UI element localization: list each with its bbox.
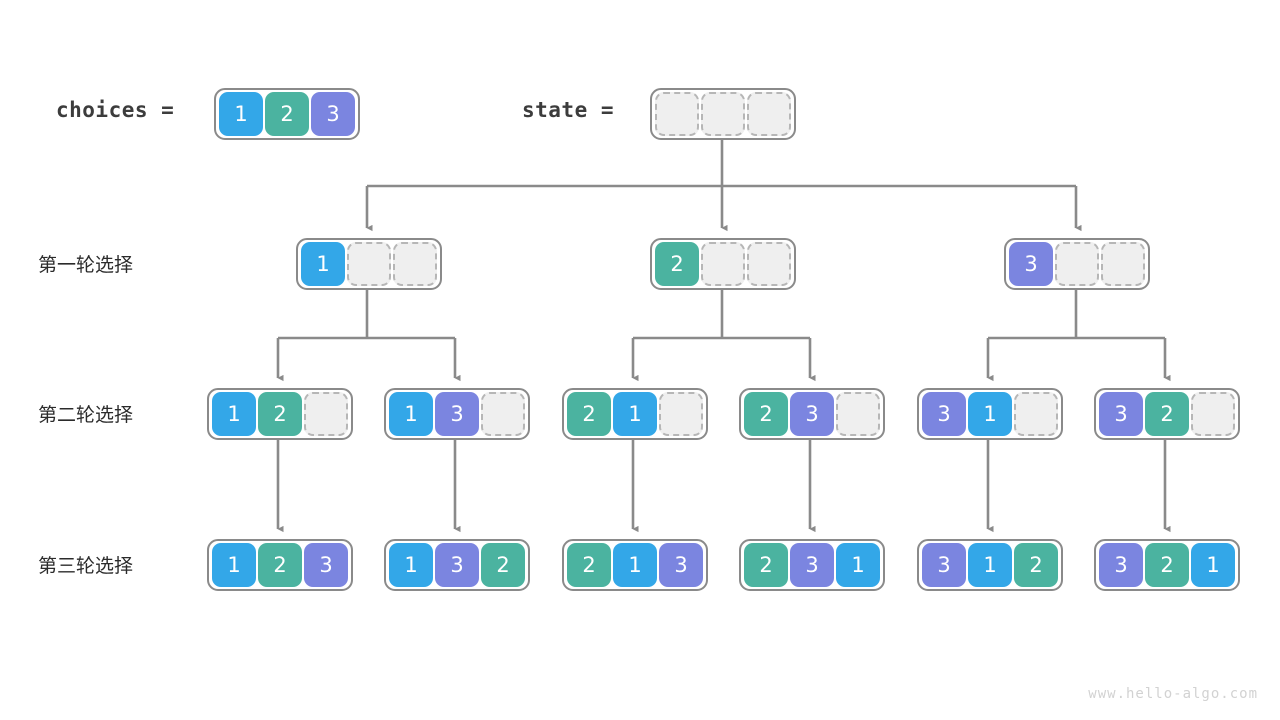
- choices-cell-2: 3: [311, 92, 355, 136]
- level3-0-cell-2: 3: [304, 543, 348, 587]
- state-array: [650, 88, 796, 140]
- level3-4-cell-1: 1: [968, 543, 1012, 587]
- row-label-level-2: 第二轮选择: [38, 404, 134, 426]
- level2-5-cell-0: 3: [1099, 392, 1143, 436]
- level2-5-cell-1: 2: [1145, 392, 1189, 436]
- level2-0-cell-1: 2: [258, 392, 302, 436]
- level2-4-cell-1: 1: [968, 392, 1012, 436]
- watermark: www.hello-algo.com: [1088, 686, 1258, 702]
- row-label-level-3: 第三轮选择: [38, 555, 134, 577]
- level2-0-empty-cell-2: [304, 392, 348, 436]
- level2-5-empty-cell-2: [1191, 392, 1235, 436]
- level3-5-cell-1: 2: [1145, 543, 1189, 587]
- level1-2-empty-cell-1: [1055, 242, 1099, 286]
- choices-cell-1: 2: [265, 92, 309, 136]
- level3-5-cell-2: 1: [1191, 543, 1235, 587]
- level2-3-cell-0: 2: [744, 392, 788, 436]
- level3-3-cell-0: 2: [744, 543, 788, 587]
- level1-0-empty-cell-2: [393, 242, 437, 286]
- choices-label: choices =: [56, 98, 175, 122]
- level3-3-cell-1: 3: [790, 543, 834, 587]
- level3-1-cell-0: 1: [389, 543, 433, 587]
- state-empty-cell-1: [701, 92, 745, 136]
- choices-cell-0: 1: [219, 92, 263, 136]
- row-label-level-1: 第一轮选择: [38, 254, 134, 276]
- level3-0-cell-1: 2: [258, 543, 302, 587]
- level3-0-cell-0: 1: [212, 543, 256, 587]
- level2-3-cell-1: 3: [790, 392, 834, 436]
- level3-2-cell-2: 3: [659, 543, 703, 587]
- level2-1-cell-0: 1: [389, 392, 433, 436]
- level2-1-empty-cell-2: [481, 392, 525, 436]
- level3-2-cell-0: 2: [567, 543, 611, 587]
- state-empty-cell-0: [655, 92, 699, 136]
- level1-1-empty-cell-1: [701, 242, 745, 286]
- level1-array-0: 1: [296, 238, 442, 290]
- state-label: state =: [522, 98, 615, 122]
- level1-2-empty-cell-2: [1101, 242, 1145, 286]
- state-empty-cell-2: [747, 92, 791, 136]
- level3-3-cell-2: 1: [836, 543, 880, 587]
- level3-1-cell-1: 3: [435, 543, 479, 587]
- level1-0-empty-cell-1: [347, 242, 391, 286]
- level1-0-cell-0: 1: [301, 242, 345, 286]
- level1-1-empty-cell-2: [747, 242, 791, 286]
- level1-1-cell-0: 2: [655, 242, 699, 286]
- level2-2-cell-0: 2: [567, 392, 611, 436]
- level3-4-cell-2: 2: [1014, 543, 1058, 587]
- level1-2-cell-0: 3: [1009, 242, 1053, 286]
- level2-4-cell-0: 3: [922, 392, 966, 436]
- level3-5-cell-0: 3: [1099, 543, 1143, 587]
- level3-4-cell-0: 3: [922, 543, 966, 587]
- level2-1-cell-1: 3: [435, 392, 479, 436]
- level2-2-empty-cell-2: [659, 392, 703, 436]
- level1-array-2: 3: [1004, 238, 1150, 290]
- level2-0-cell-0: 1: [212, 392, 256, 436]
- level2-3-empty-cell-2: [836, 392, 880, 436]
- level3-2-cell-1: 1: [613, 543, 657, 587]
- level3-1-cell-2: 2: [481, 543, 525, 587]
- level1-array-1: 2: [650, 238, 796, 290]
- level2-4-empty-cell-2: [1014, 392, 1058, 436]
- level2-2-cell-1: 1: [613, 392, 657, 436]
